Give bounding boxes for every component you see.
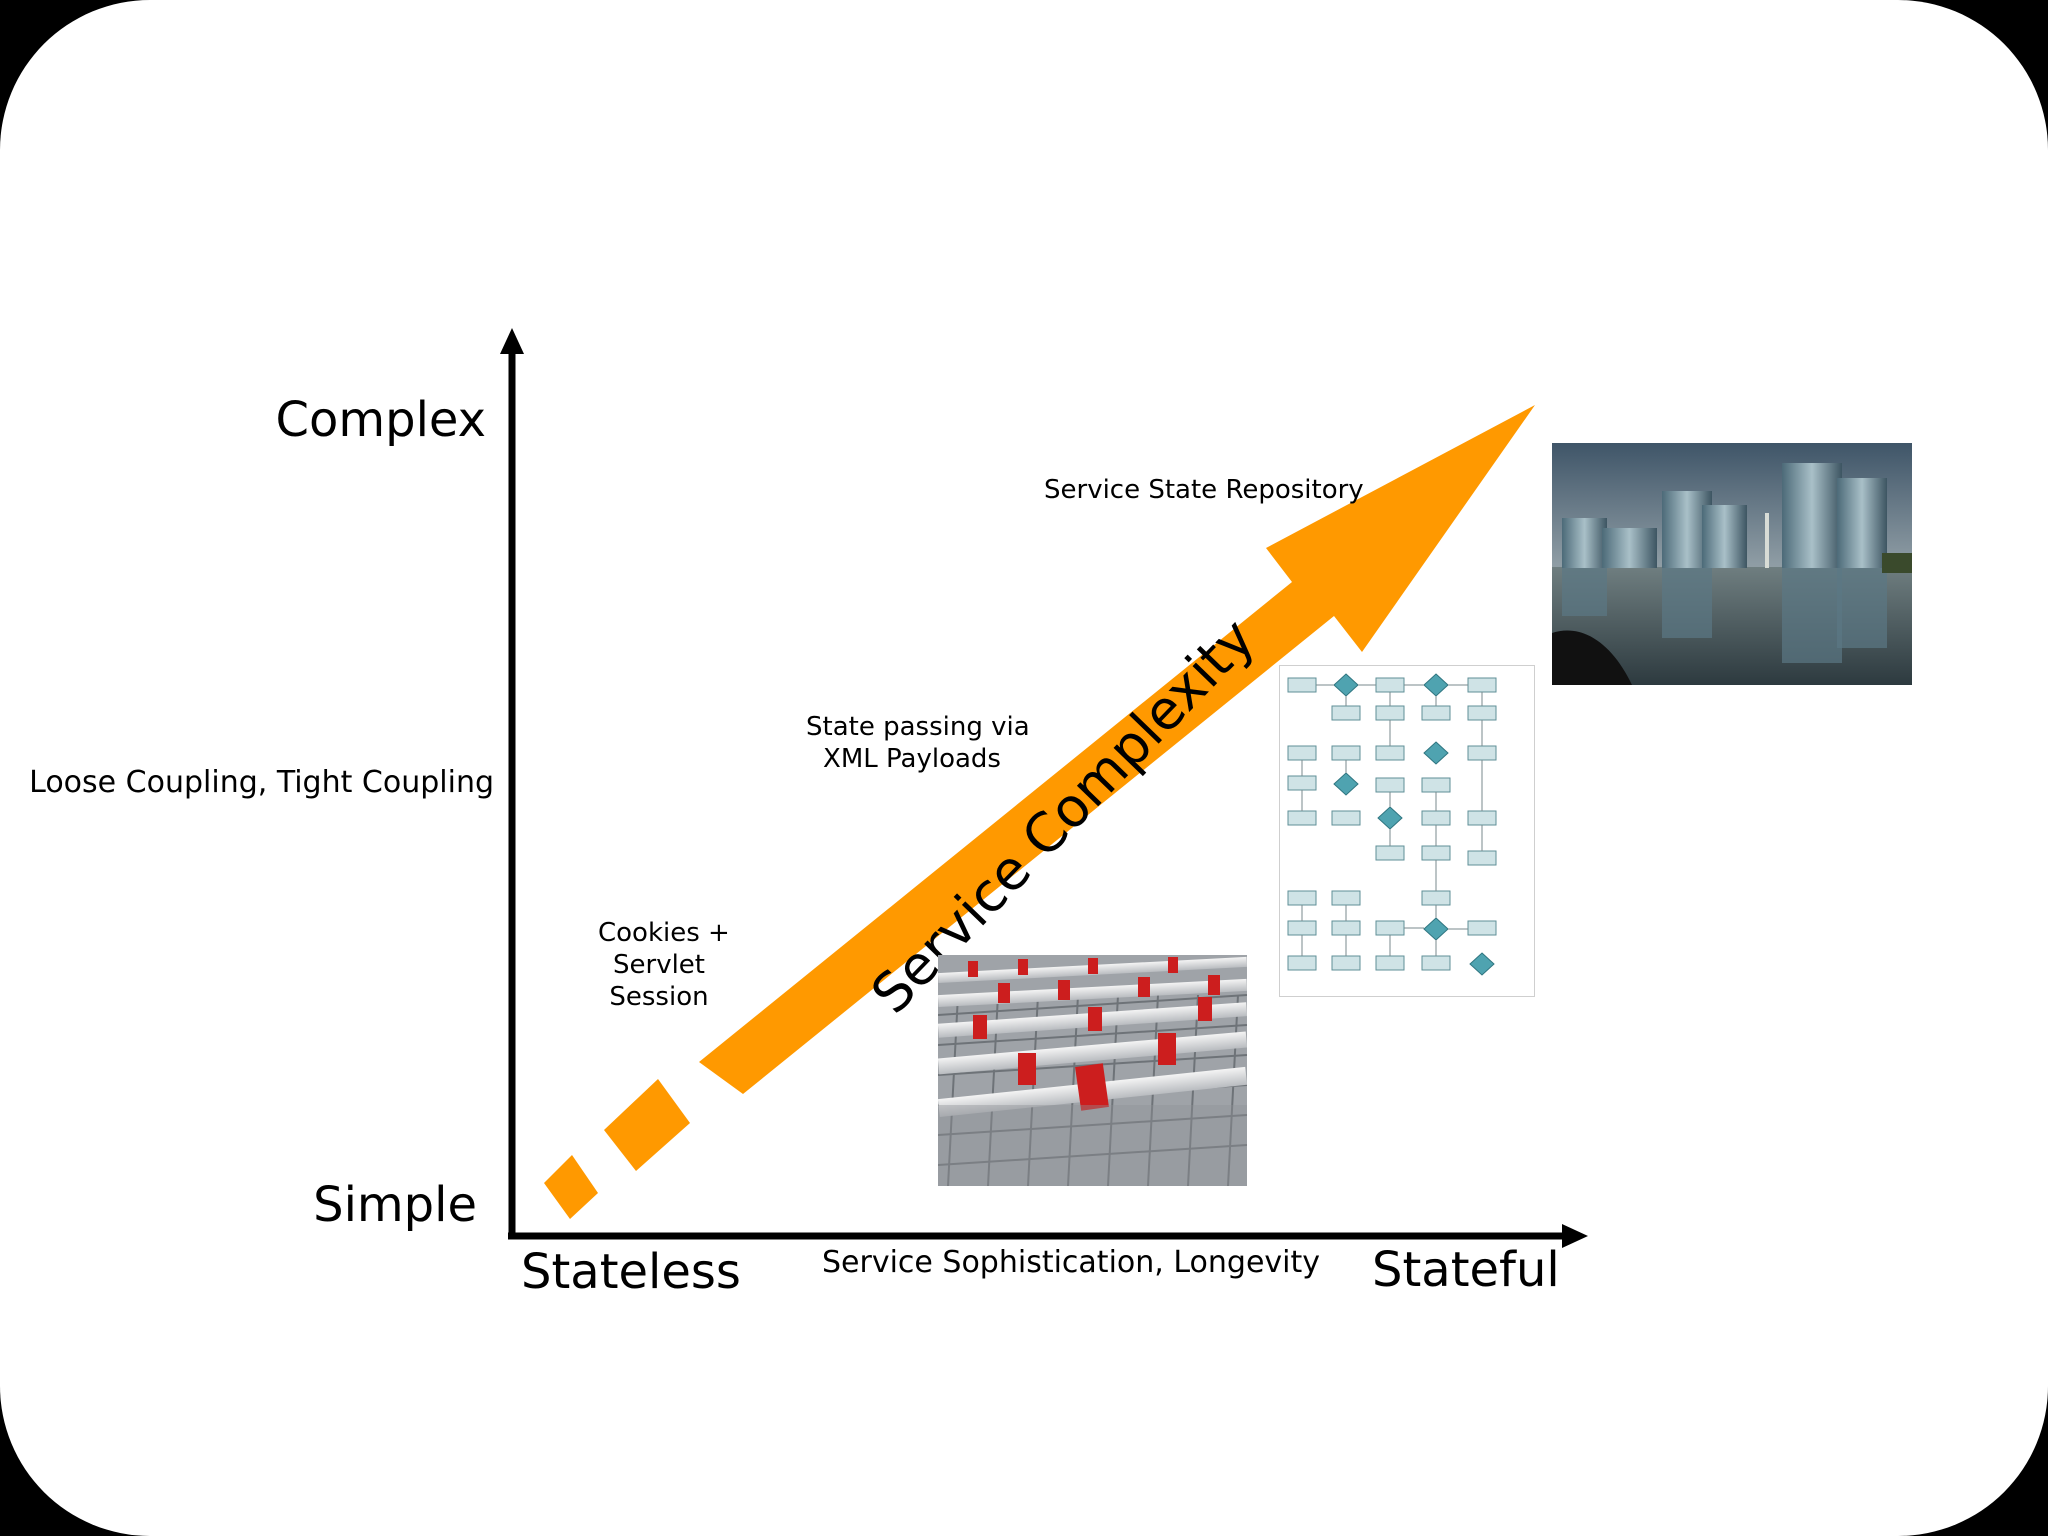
- arrow-dash-1: [544, 1155, 598, 1219]
- flowchart-image: [1279, 665, 1535, 997]
- y-level-simple: Simple: [313, 1177, 477, 1233]
- annotation-xml-line-2: XML Payloads: [823, 744, 1001, 774]
- office-campus-photo: [1552, 443, 1912, 685]
- annotation-repository: Service State Repository: [1044, 475, 1364, 505]
- arrow-body: [699, 405, 1535, 1094]
- shopping-carts-photo: [938, 955, 1247, 1186]
- x-level-stateful: Stateful: [1372, 1242, 1560, 1298]
- annotation-cookies: Cookies + Servlet Session: [598, 917, 730, 1013]
- annotation-cookies-line-2: Servlet: [613, 950, 705, 980]
- arrow-dash-2: [604, 1079, 690, 1171]
- y-axis-title: Loose Coupling, Tight Coupling: [29, 765, 494, 800]
- y-axis: [500, 328, 524, 1238]
- complexity-arrow: [544, 405, 1535, 1219]
- annotation-cookies-line-1: Cookies +: [598, 918, 730, 948]
- x-axis-title: Service Sophistication, Longevity: [822, 1245, 1321, 1280]
- y-level-complex: Complex: [275, 392, 486, 448]
- annotation-xml: State passing via XML Payloads: [806, 711, 1030, 775]
- x-level-stateless: Stateless: [521, 1244, 741, 1300]
- annotation-cookies-line-3: Session: [609, 982, 709, 1012]
- x-axis: [508, 1224, 1588, 1248]
- annotation-xml-line-1: State passing via: [806, 712, 1030, 742]
